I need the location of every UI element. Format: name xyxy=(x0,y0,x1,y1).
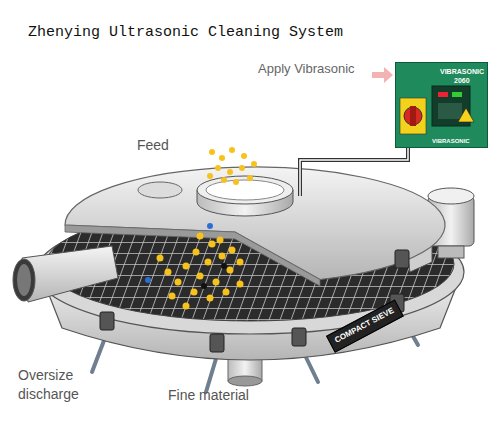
material-particles xyxy=(169,293,176,300)
material-particles xyxy=(175,279,182,286)
vibration-motor xyxy=(428,188,474,204)
material-particles xyxy=(219,155,225,161)
material-particles xyxy=(213,279,220,286)
dark-particles xyxy=(201,283,207,289)
material-particles xyxy=(247,175,253,181)
material-particles xyxy=(183,263,190,270)
material-particles xyxy=(229,247,236,254)
material-particles xyxy=(219,253,226,260)
model-number: 2060 xyxy=(454,77,470,84)
material-particles xyxy=(165,269,172,276)
oversize-spout xyxy=(13,246,118,302)
material-particles xyxy=(209,149,215,155)
callout-label: Apply Vibrasonic xyxy=(258,60,355,78)
material-particles xyxy=(197,233,204,240)
pointer-arrow xyxy=(372,67,393,83)
clamps xyxy=(292,328,306,346)
clamps xyxy=(210,334,224,352)
feed-inlet xyxy=(197,176,293,216)
material-particles xyxy=(241,153,247,159)
material-particles xyxy=(227,267,234,274)
material-particles xyxy=(227,169,233,175)
clamps xyxy=(395,250,409,268)
lid-cut-edge xyxy=(65,225,320,286)
porthole xyxy=(138,182,182,198)
material-particles xyxy=(205,259,212,266)
material-particles xyxy=(251,161,257,167)
flow-label: Oversize discharge xyxy=(18,366,110,404)
brand-name: VIBRASONIC xyxy=(432,137,470,145)
feed-inlet xyxy=(206,180,284,200)
material-particles xyxy=(221,177,227,183)
material-particles xyxy=(183,303,190,310)
material-particles xyxy=(217,237,224,244)
fine-outlet xyxy=(228,376,262,386)
material-particles xyxy=(233,179,239,185)
vibration-motor xyxy=(438,246,464,258)
material-particles xyxy=(157,147,258,310)
dark-particles xyxy=(145,223,227,289)
material-particles xyxy=(193,249,200,256)
dark-particles xyxy=(207,223,213,229)
flow-label: Fine material xyxy=(168,386,249,405)
oversize-spout xyxy=(13,259,35,301)
material-particles xyxy=(229,147,235,153)
material-particles xyxy=(209,241,216,248)
oversize-spout xyxy=(22,246,118,302)
material-particles xyxy=(215,165,221,171)
dark-particles xyxy=(221,263,227,269)
clamps xyxy=(100,250,409,352)
material-particles xyxy=(157,255,164,262)
transducer-cable xyxy=(300,148,408,196)
material-particles xyxy=(207,295,214,302)
material-particles xyxy=(207,173,213,179)
dark-particles xyxy=(145,277,151,283)
feed-inlet xyxy=(197,176,293,204)
control-box: VIBRASONIC 2060 xyxy=(395,62,488,148)
material-particles xyxy=(237,259,244,266)
material-particles xyxy=(191,289,198,296)
sieve-lid xyxy=(65,167,445,280)
diagram-title: Zhenying Ultrasonic Cleaning System xyxy=(28,24,343,41)
material-particles xyxy=(197,273,204,280)
material-particles xyxy=(237,281,244,288)
brand-name: VIBRASONIC xyxy=(440,68,484,75)
transducer-cable-core xyxy=(300,148,408,196)
clamps xyxy=(100,312,114,330)
oversize-spout xyxy=(17,264,31,296)
material-particles xyxy=(239,165,245,171)
flow-label: Feed xyxy=(137,136,169,155)
material-particles xyxy=(223,289,230,296)
